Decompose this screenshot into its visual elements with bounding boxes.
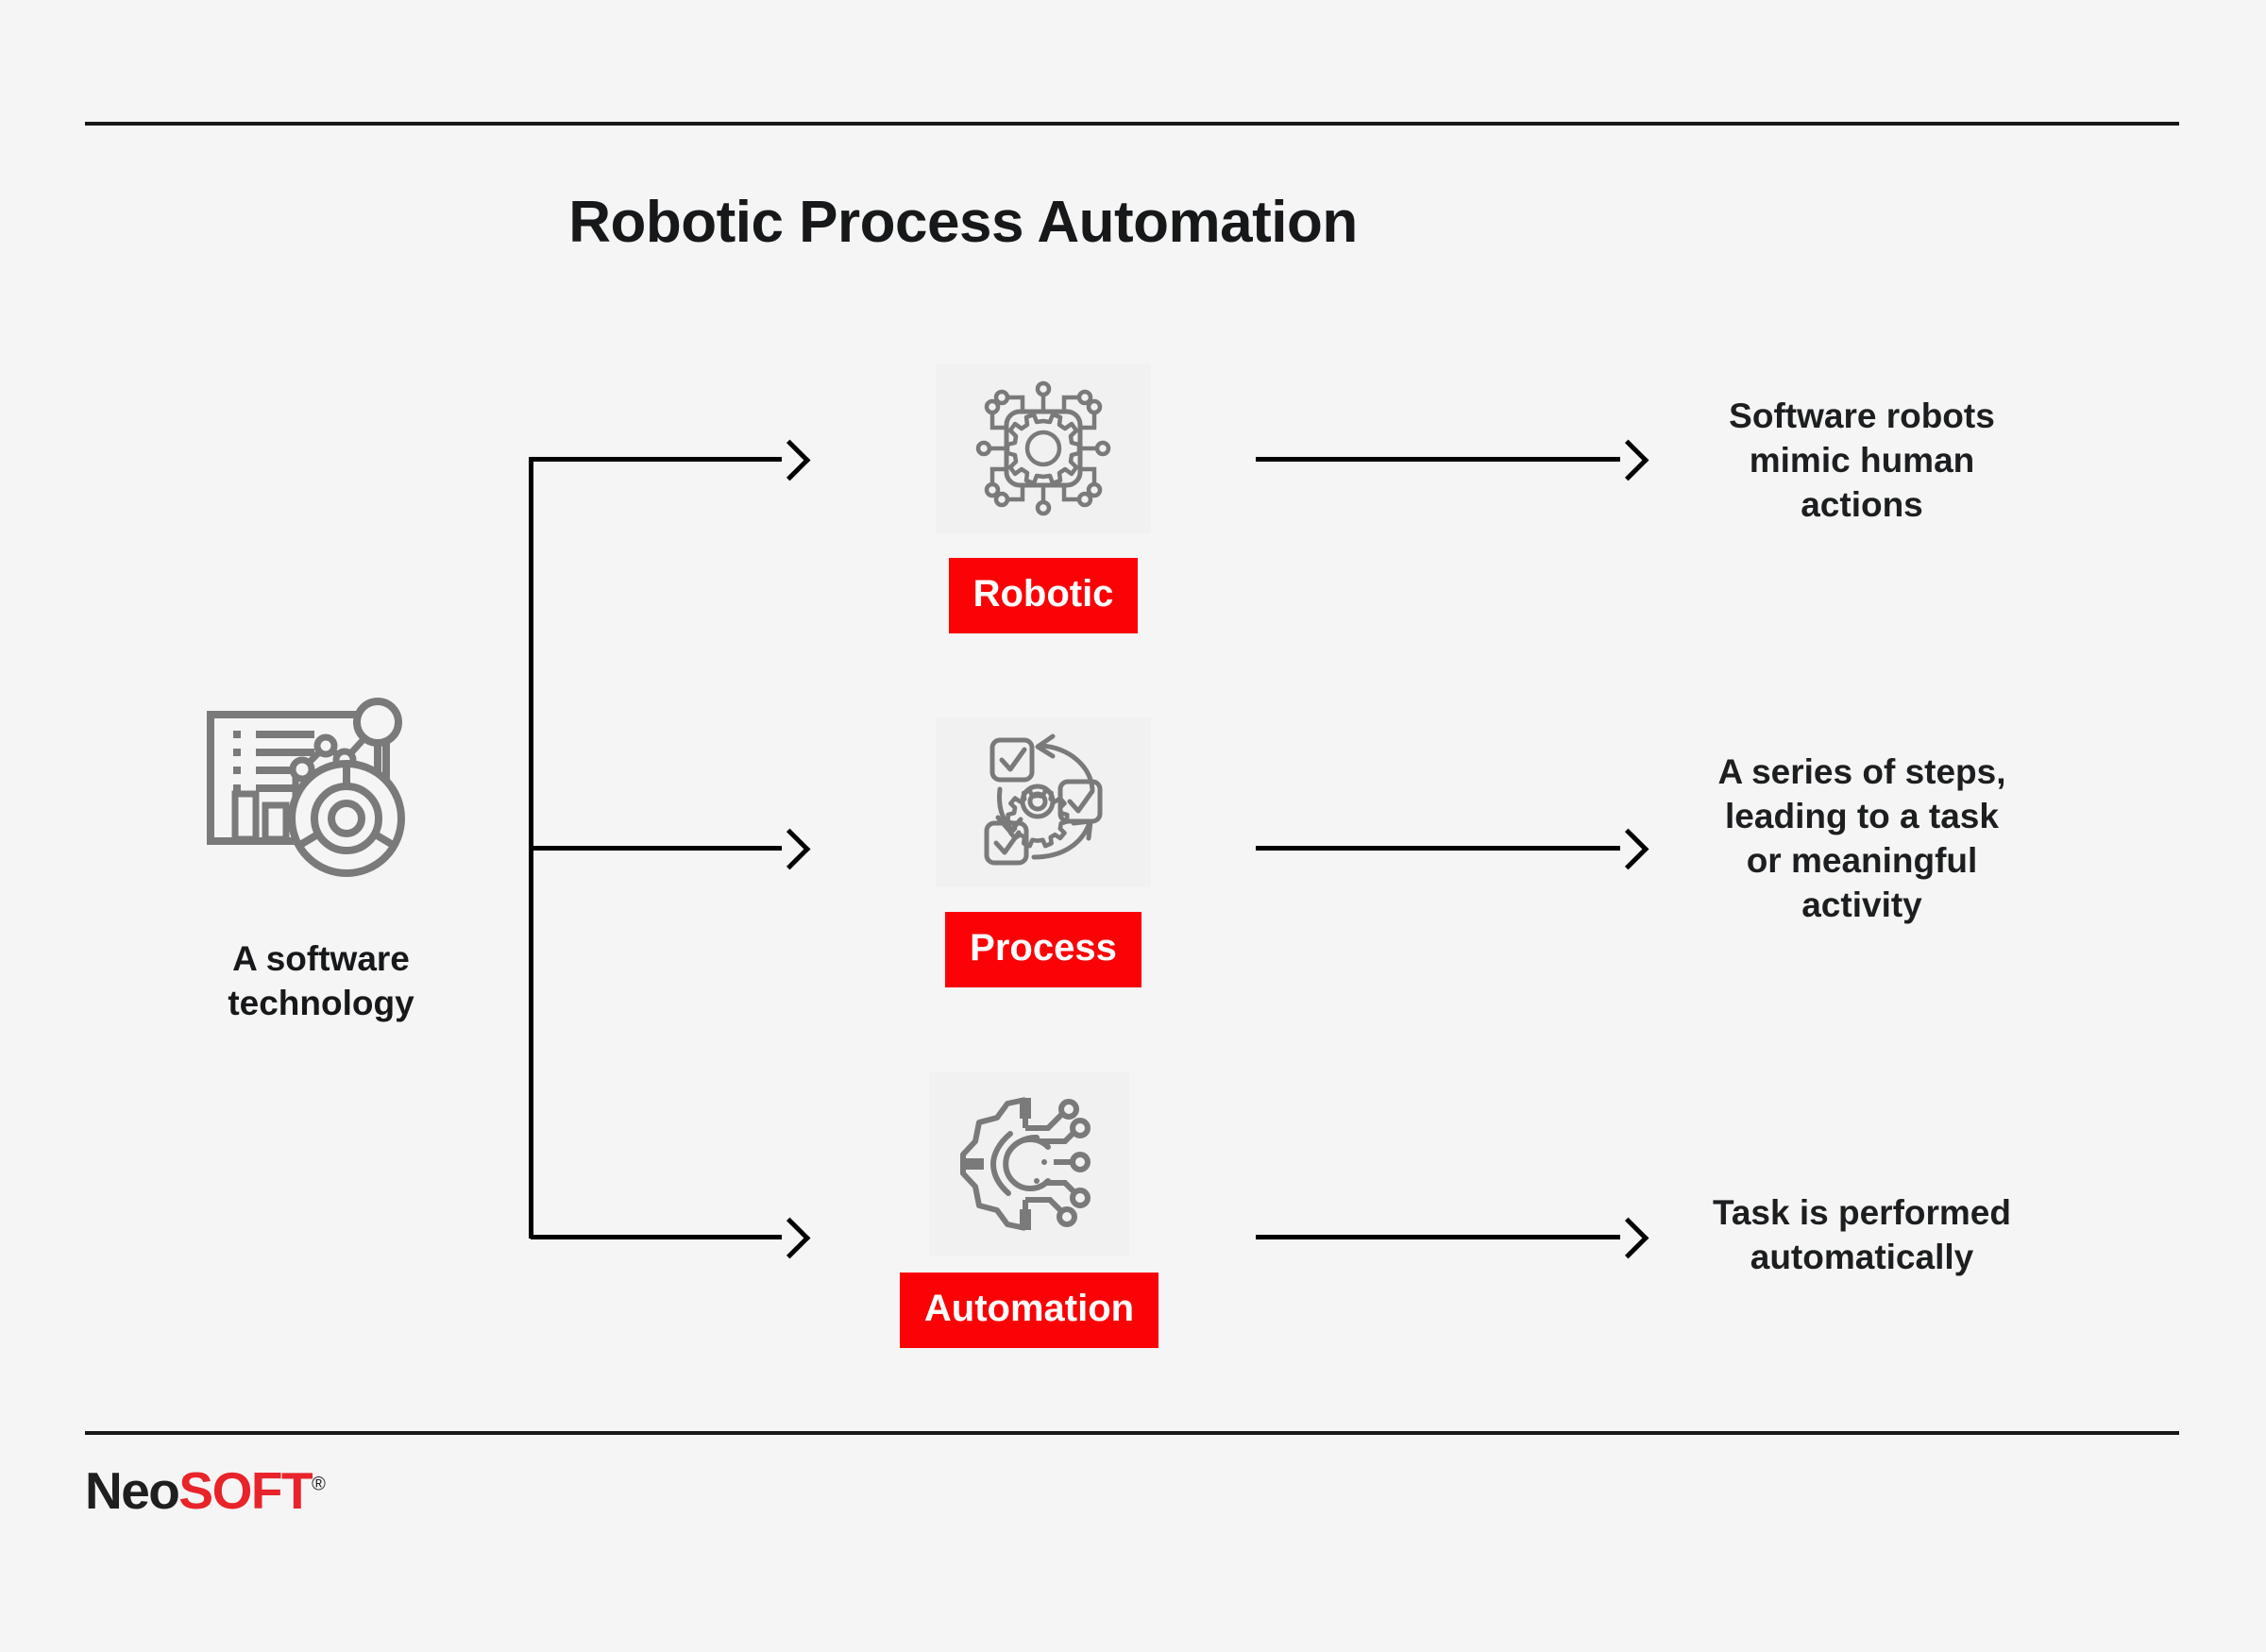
top-divider-rule (85, 122, 2179, 126)
step-pill-process[interactable]: Process (945, 912, 1141, 987)
description-line: A series of steps, (1717, 752, 2006, 791)
arrow-head-icon (1607, 828, 1649, 870)
source-node: A software technology (179, 694, 463, 1026)
source-label-line1: A software (232, 939, 410, 978)
description-line: mimic human (1749, 440, 1975, 480)
step-icon-box (936, 363, 1151, 533)
step-card-robotic: Robotic (902, 363, 1185, 633)
step-pill-automation[interactable]: Automation (899, 1273, 1159, 1348)
arrow-head-icon (1607, 439, 1649, 481)
arrow-shaft (531, 1235, 782, 1239)
step-card-automation: Automation (888, 1071, 1171, 1348)
processor-chip-gear-icon (964, 369, 1123, 528)
step-card-process: Process (902, 717, 1185, 987)
logo-soft-text: SOFT (178, 1461, 313, 1520)
arrow-shaft (1256, 846, 1620, 851)
gear-circuit-automation-icon (954, 1088, 1105, 1239)
description-line: actions (1801, 484, 1923, 524)
bottom-divider-rule (85, 1431, 2179, 1435)
step-icon-box (936, 717, 1151, 887)
branch-arrow-automation (531, 1217, 811, 1259)
description-robotic: Software robots mimic human actions (1654, 395, 2070, 528)
result-arrow-automation (1256, 1217, 1649, 1259)
neosoft-logo: NeoSOFT® (85, 1465, 326, 1517)
step-pill-robotic[interactable]: Robotic (948, 558, 1139, 633)
description-line: Software robots (1729, 396, 1995, 435)
registered-trademark-icon: ® (312, 1474, 326, 1495)
branch-arrow-robotic (531, 439, 811, 481)
analytics-dashboard-icon (179, 694, 463, 897)
description-line: activity (1801, 885, 1922, 924)
arrow-head-icon (769, 1217, 811, 1259)
description-line: Task is performed (1713, 1193, 2011, 1232)
logo-neo-text: Neo (85, 1461, 180, 1520)
arrow-shaft (1256, 1235, 1620, 1239)
source-label: A software technology (179, 936, 463, 1026)
arrow-head-icon (769, 828, 811, 870)
description-line: automatically (1750, 1237, 1974, 1276)
result-arrow-robotic (1256, 439, 1649, 481)
description-automation: Task is performed automatically (1654, 1191, 2070, 1280)
description-line: or meaningful (1746, 840, 1978, 880)
arrow-shaft (531, 457, 782, 462)
source-label-line2: technology (228, 984, 414, 1023)
arrow-head-icon (769, 439, 811, 481)
arrow-shaft (531, 846, 782, 851)
page-title-text: Robotic Process Automation (568, 190, 1358, 255)
process-cycle-checklist-icon (972, 731, 1115, 874)
branch-arrow-process (531, 828, 811, 870)
result-arrow-process (1256, 828, 1649, 870)
description-line: leading to a task (1725, 796, 1999, 835)
arrow-head-icon (1607, 1217, 1649, 1259)
arrow-shaft (1256, 457, 1620, 462)
description-process: A series of steps, leading to a task or … (1654, 750, 2070, 928)
step-icon-box (929, 1071, 1129, 1256)
page-title: Robotic Process Automation (0, 194, 2266, 252)
